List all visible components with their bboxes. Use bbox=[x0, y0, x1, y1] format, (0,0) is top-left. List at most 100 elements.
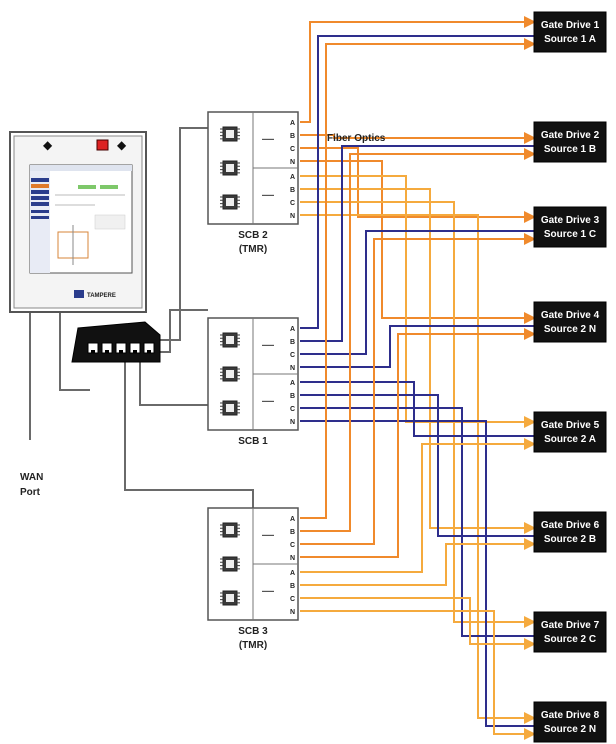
gate-drive-source: Source 2 N bbox=[544, 724, 596, 735]
gate-drives: Gate Drive 1 Source 1 A Gate Drive 2 Source… bbox=[533, 11, 607, 743]
pin-label: A bbox=[290, 174, 295, 181]
fiber-line bbox=[300, 420, 544, 732]
ethernet-lines bbox=[29, 127, 254, 508]
scb-label: SCB 2 bbox=[238, 230, 268, 241]
fiber-line bbox=[300, 438, 536, 573]
fiber-line bbox=[300, 394, 544, 542]
pin-label: B bbox=[290, 393, 295, 400]
pin-label: B bbox=[290, 133, 295, 140]
fiber-line bbox=[300, 233, 536, 545]
fiber-line bbox=[300, 538, 536, 586]
fiber-line bbox=[300, 328, 536, 558]
chip-icon bbox=[220, 126, 240, 142]
fiber-line bbox=[300, 610, 536, 740]
gate-drive-title: Gate Drive 5 bbox=[541, 420, 600, 431]
gate-drive-title: Gate Drive 7 bbox=[541, 620, 600, 631]
scb-sublabel: (TMR) bbox=[239, 640, 267, 651]
gate-drive-source: Source 2 B bbox=[544, 534, 596, 545]
gate-drive-title: Gate Drive 6 bbox=[541, 520, 600, 531]
arrow-left-icon[interactable]: ◆ bbox=[43, 138, 53, 152]
gate-drive-title: Gate Drive 3 bbox=[541, 215, 600, 226]
gate-drive-title: Gate Drive 2 bbox=[541, 130, 600, 141]
gate-drive-title: Gate Drive 1 bbox=[541, 20, 600, 31]
fiber-line bbox=[300, 320, 544, 368]
pin-label: A bbox=[290, 570, 295, 577]
pin-label: A bbox=[290, 516, 295, 523]
module-label: ▬▬▬ bbox=[262, 532, 274, 537]
fiber-line bbox=[300, 214, 536, 724]
pin-label: A bbox=[290, 326, 295, 333]
fiber-line bbox=[300, 201, 536, 628]
pin-label: C bbox=[290, 352, 295, 359]
power-icon[interactable] bbox=[96, 139, 109, 151]
gate-drive-source: Source 2 C bbox=[544, 634, 596, 645]
wan-label-line2: Port bbox=[20, 487, 41, 498]
network-switch bbox=[71, 321, 161, 363]
chip-icon bbox=[220, 522, 240, 538]
fiber-line bbox=[300, 407, 544, 642]
chip-icon bbox=[220, 400, 240, 416]
module-label: ▬▬▬ bbox=[262, 136, 274, 141]
fiber-line bbox=[300, 147, 536, 223]
chip-icon bbox=[220, 556, 240, 572]
pin-label: B bbox=[290, 529, 295, 536]
fiber-line bbox=[300, 30, 544, 329]
pin-label: C bbox=[290, 406, 295, 413]
fiber-optics-title: Fiber Optics bbox=[327, 133, 386, 144]
fiber-line bbox=[300, 225, 544, 355]
wan-label-line1: WAN bbox=[20, 472, 43, 483]
fiber-line bbox=[300, 175, 536, 428]
gate-drive-box: Gate Drive 1 Source 1 A bbox=[533, 11, 607, 53]
gate-drive-box: Gate Drive 5 Source 2 A bbox=[533, 411, 607, 453]
pin-label: N bbox=[290, 419, 295, 426]
gate-drive-source: Source 2 N bbox=[544, 324, 596, 335]
pin-label: C bbox=[290, 200, 295, 207]
chip-icon bbox=[220, 332, 240, 348]
fiber-optic-lines bbox=[300, 16, 544, 740]
fiber-line bbox=[300, 16, 536, 123]
arrow-right-icon[interactable]: ◆ bbox=[117, 138, 127, 152]
gate-drive-source: Source 1 B bbox=[544, 144, 596, 155]
chip-icon bbox=[220, 194, 240, 210]
gate-drive-title: Gate Drive 4 bbox=[541, 310, 600, 321]
fiber-line bbox=[300, 597, 536, 650]
pin-label: C bbox=[290, 146, 295, 153]
gate-drive-source: Source 1 A bbox=[544, 34, 596, 45]
gate-drive-box: Gate Drive 2 Source 1 B bbox=[533, 121, 607, 163]
switch-ports bbox=[87, 342, 155, 354]
gate-drive-title: Gate Drive 8 bbox=[541, 710, 600, 721]
gate-drive-box: Gate Drive 3 Source 1 C bbox=[533, 206, 607, 248]
gate-drive-box: Gate Drive 4 Source 2 N bbox=[533, 301, 607, 343]
pin-label: C bbox=[290, 596, 295, 603]
hmi-panel: ◆ ◆ TAMPERE bbox=[9, 131, 147, 313]
gate-drive-box: Gate Drive 7 Source 2 C bbox=[533, 611, 607, 653]
module-label: ▬▬▬ bbox=[262, 398, 274, 403]
fiber-line bbox=[300, 188, 536, 534]
module-label: ▬▬▬ bbox=[262, 588, 274, 593]
pin-label: N bbox=[290, 609, 295, 616]
chip-icon bbox=[220, 160, 240, 176]
scb-label: SCB 3 bbox=[238, 626, 268, 637]
pin-label: N bbox=[290, 555, 295, 562]
gate-drive-box: Gate Drive 6 Source 2 B bbox=[533, 511, 607, 553]
fiber-line bbox=[300, 38, 536, 519]
hmi-logo-text: TAMPERE bbox=[87, 293, 116, 299]
chip-icon bbox=[220, 590, 240, 606]
logo-icon bbox=[74, 290, 84, 298]
gate-drive-source: Source 1 C bbox=[544, 229, 596, 240]
gate-drive-source: Source 2 A bbox=[544, 434, 596, 445]
pin-label: N bbox=[290, 159, 295, 166]
module-label: ▬▬▬ bbox=[262, 192, 274, 197]
chip-icon bbox=[220, 366, 240, 382]
scb-label: SCB 1 bbox=[238, 436, 268, 447]
pin-label: B bbox=[290, 187, 295, 194]
gate-drive-box: Gate Drive 8 Source 2 N bbox=[533, 701, 607, 743]
fiber-line bbox=[300, 140, 544, 342]
hmi-screen[interactable] bbox=[29, 164, 133, 274]
pin-label: B bbox=[290, 583, 295, 590]
